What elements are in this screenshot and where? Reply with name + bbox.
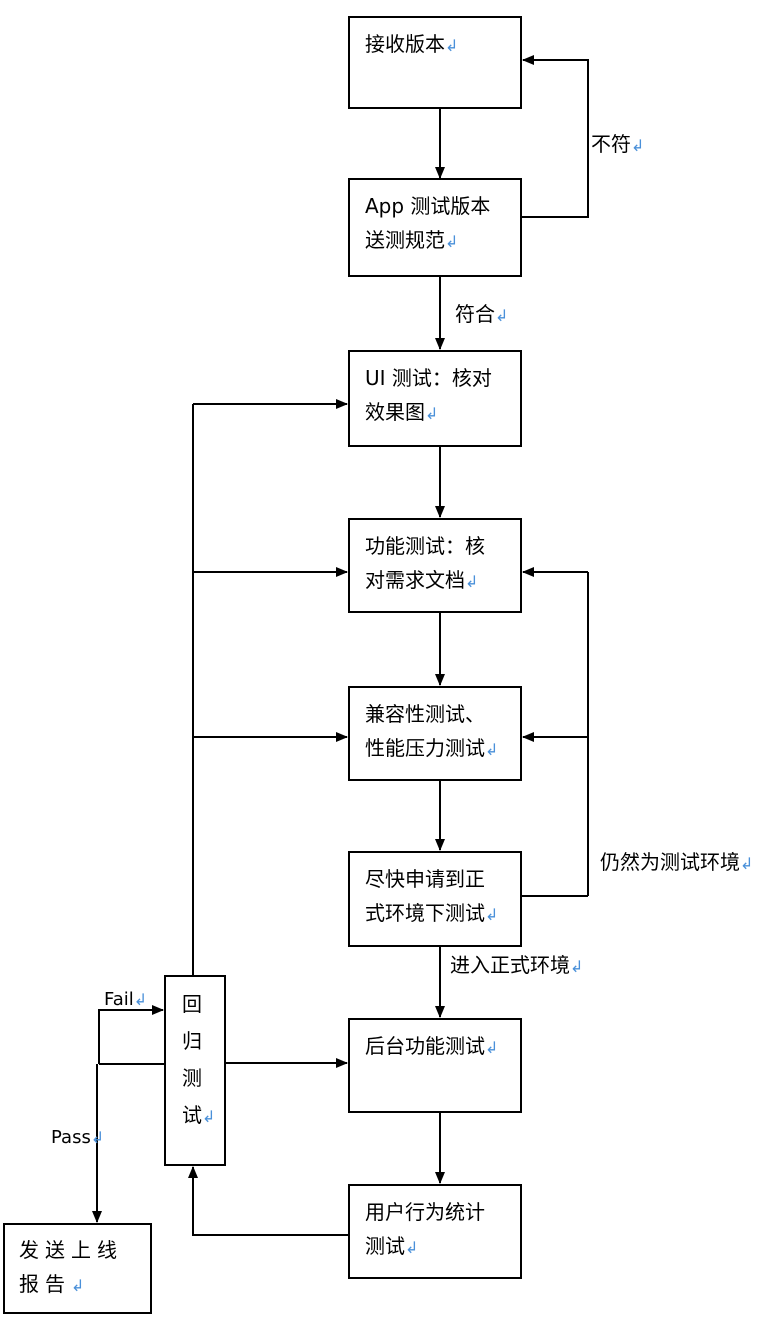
paragraph-mark-icon: ↲ — [133, 990, 148, 1009]
edge-label-enter-prod: 进入正式环境↲ — [450, 953, 583, 979]
paragraph-mark-icon: ↲ — [445, 36, 459, 55]
edge-label-not-conform-text: 不符 — [591, 132, 631, 156]
arrow-stats-to-regression — [188, 1166, 349, 1236]
node-ui-test-label: UI 测试：核对 效果图 — [365, 366, 492, 424]
edge-label-fail: Fail↲ — [104, 988, 147, 1012]
paragraph-mark-icon: ↲ — [495, 306, 509, 325]
node-compatibility-test-label: 兼容性测试、 性能压力测试 — [365, 702, 485, 760]
edge-label-pass-text: Pass — [51, 1127, 91, 1148]
paragraph-mark-icon: ↲ — [485, 1038, 499, 1057]
node-function-test-label: 功能测试：核 对需求文档 — [365, 534, 485, 592]
edge-label-conform-text: 符合 — [455, 302, 495, 326]
node-ui-test: UI 测试：核对 效果图↲ — [348, 350, 522, 447]
paragraph-mark-icon: ↲ — [202, 1107, 216, 1126]
node-user-behavior-test: 用户行为统计 测试↲ — [348, 1184, 522, 1279]
paragraph-mark-icon: ↲ — [90, 1128, 105, 1147]
edge-label-still-test-env-text: 仍然为测试环境 — [600, 850, 740, 874]
node-function-test: 功能测试：核 对需求文档↲ — [348, 518, 522, 613]
paragraph-mark-icon: ↲ — [465, 572, 479, 591]
node-receive-version-label: 接收版本 — [365, 32, 445, 56]
edge-label-conform: 符合↲ — [455, 302, 508, 328]
node-send-release-report: 发送上线 报告↲ — [3, 1223, 152, 1314]
node-compatibility-test: 兼容性测试、 性能压力测试↲ — [348, 686, 522, 781]
edge-label-fail-text: Fail — [104, 989, 134, 1010]
paragraph-mark-icon: ↲ — [71, 1276, 91, 1295]
edge-label-pass: Pass↲ — [51, 1126, 104, 1150]
node-apply-prod-env-label: 尽快申请到正 式环境下测试 — [365, 867, 485, 925]
node-regression-test-label: 回 归 测 试 — [182, 992, 202, 1127]
arrow-fail — [98, 1005, 164, 1064]
node-apply-prod-env: 尽快申请到正 式环境下测试↲ — [348, 851, 522, 947]
edge-label-still-test-env: 仍然为测试环境↲ — [600, 850, 753, 876]
node-regression-test: 回 归 测 试↲ — [164, 975, 226, 1166]
paragraph-mark-icon: ↲ — [631, 136, 645, 155]
edge-label-not-conform: 不符↲ — [591, 132, 644, 158]
node-send-release-report-label: 发送上线 报告 — [19, 1238, 123, 1296]
paragraph-mark-icon: ↲ — [740, 854, 754, 873]
node-receive-version: 接收版本↲ — [348, 16, 522, 109]
paragraph-mark-icon: ↲ — [445, 232, 459, 251]
paragraph-mark-icon: ↲ — [570, 957, 584, 976]
paragraph-mark-icon: ↲ — [485, 740, 499, 759]
paragraph-mark-icon: ↲ — [485, 905, 499, 924]
node-app-test-spec: App 测试版本 送测规范↲ — [348, 178, 522, 277]
paragraph-mark-icon: ↲ — [405, 1238, 419, 1257]
edge-label-enter-prod-text: 进入正式环境 — [450, 953, 570, 977]
node-app-test-spec-label: App 测试版本 送测规范 — [365, 194, 491, 252]
paragraph-mark-icon: ↲ — [425, 404, 439, 423]
node-backend-test: 后台功能测试↲ — [348, 1018, 522, 1113]
arrow-not-conform-loop — [521, 55, 589, 218]
node-user-behavior-test-label: 用户行为统计 测试 — [365, 1200, 485, 1258]
node-backend-test-label: 后台功能测试 — [365, 1034, 485, 1058]
